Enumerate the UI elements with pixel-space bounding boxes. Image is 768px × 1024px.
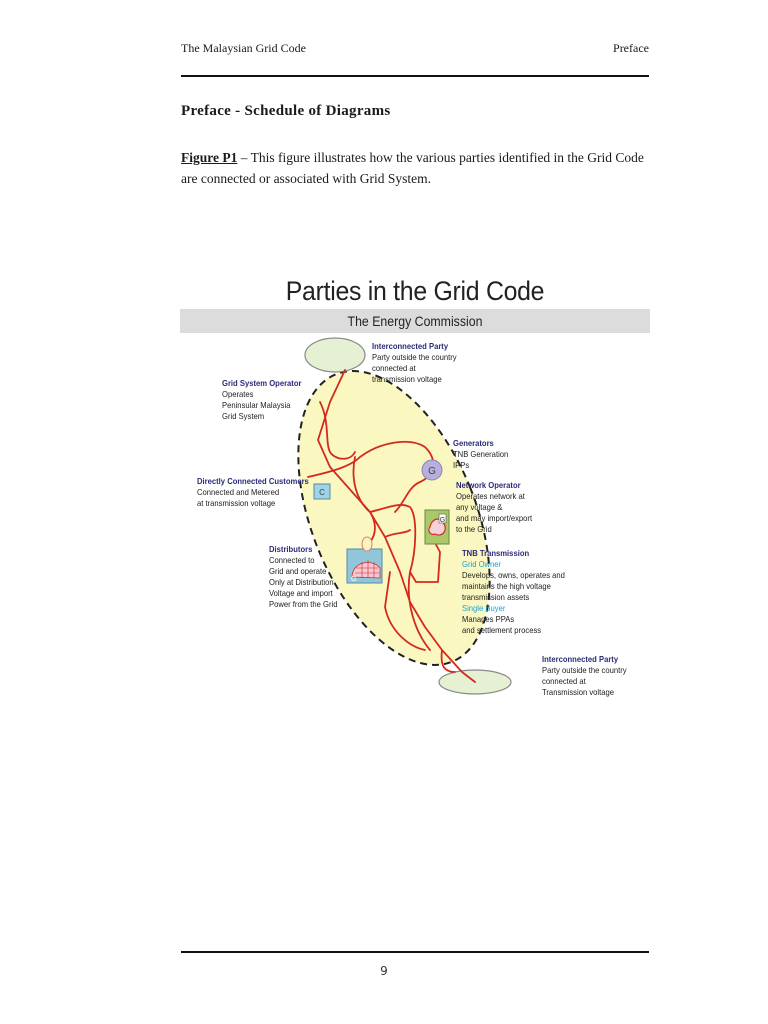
interconnected-party-top-ellipse bbox=[304, 337, 366, 373]
label-heading: Generators bbox=[453, 438, 494, 448]
label-line: Connected to bbox=[269, 555, 315, 565]
label-line: Manages PPAs bbox=[462, 614, 515, 624]
figure-reference: Figure P1 bbox=[181, 150, 238, 165]
label-heading: Distributors bbox=[269, 544, 313, 554]
label-line: connected at bbox=[542, 676, 586, 686]
svg-text:G: G bbox=[440, 517, 445, 524]
svg-text:G: G bbox=[428, 466, 436, 477]
label-line: Only at Distribution bbox=[269, 577, 334, 587]
label-line: at transmission voltage bbox=[197, 498, 276, 508]
label-generators: Generators TNB Generation IPPs bbox=[453, 438, 508, 471]
label-distributors: Distributors Connected to Grid and opera… bbox=[269, 544, 337, 610]
running-header-title: The Malaysian Grid Code bbox=[181, 41, 306, 55]
label-line: Connected and Metered bbox=[197, 487, 280, 497]
label-line: Grid System bbox=[222, 411, 265, 421]
energy-commission-label: The Energy Commission bbox=[347, 313, 483, 329]
label-line: Operates network at bbox=[456, 491, 525, 501]
label-line: transmission voltage bbox=[372, 374, 442, 384]
label-tnb-transmission: TNB Transmission Grid Owner Develops, ow… bbox=[462, 548, 565, 636]
label-line: connected at bbox=[372, 363, 416, 373]
label-line: and settlement process bbox=[462, 625, 542, 635]
label-heading: Interconnected Party bbox=[542, 654, 619, 664]
label-heading: Directly Connected Customers bbox=[197, 476, 309, 486]
label-line: Party outside the country bbox=[542, 665, 627, 675]
section-title: Preface - Schedule of Diagrams bbox=[181, 103, 391, 119]
figure-title: Parties in the Grid Code bbox=[285, 276, 545, 306]
running-header-section: Preface bbox=[613, 41, 649, 55]
label-line: Transmission voltage bbox=[542, 687, 614, 697]
network-operator-icon: G bbox=[424, 509, 450, 545]
generator-icon: G bbox=[421, 459, 443, 481]
footer-divider bbox=[181, 951, 649, 953]
label-line: Operates bbox=[222, 389, 254, 399]
grid-diagram: G C G G bbox=[297, 337, 512, 695]
label-line: TNB Generation bbox=[453, 449, 509, 459]
label-line: transmission assets bbox=[462, 592, 530, 602]
label-subheading-grid-owner: Grid Owner bbox=[462, 559, 502, 569]
label-line: Power from the Grid bbox=[269, 599, 338, 609]
figure-parties-in-grid-code: Parties in the Grid Code The Energy Comm… bbox=[180, 272, 650, 712]
label-line: Develops, owns, operates and bbox=[462, 570, 565, 580]
label-heading: Interconnected Party bbox=[372, 341, 449, 351]
energy-commission-band: The Energy Commission bbox=[180, 309, 650, 333]
label-line: any voltage & bbox=[456, 502, 503, 512]
customer-icon: C bbox=[313, 483, 331, 500]
label-line: Peninsular Malaysia bbox=[222, 400, 291, 410]
svg-text:C: C bbox=[319, 488, 325, 497]
svg-text:G: G bbox=[351, 576, 356, 583]
label-subheading-single-buyer: Single Buyer bbox=[462, 603, 506, 613]
grid-system-ellipse bbox=[297, 370, 491, 666]
label-line: to the Grid bbox=[456, 524, 492, 534]
header-divider bbox=[181, 75, 649, 77]
transmission-lines bbox=[307, 369, 476, 683]
label-heading: Grid System Operator bbox=[222, 378, 302, 388]
label-heading: TNB Transmission bbox=[462, 548, 530, 558]
distributor-icon: G bbox=[346, 536, 383, 584]
label-directly-connected-customers: Directly Connected Customers Connected a… bbox=[197, 476, 309, 509]
label-grid-system-operator: Grid System Operator Operates Peninsular… bbox=[222, 378, 302, 422]
label-line: maintains the high voltage bbox=[462, 581, 551, 591]
label-interconnected-party-bottom: Interconnected Party Party outside the c… bbox=[542, 654, 627, 698]
label-line: Voltage and import bbox=[269, 588, 333, 598]
label-network-operator: Network Operator Operates network at any… bbox=[456, 480, 532, 535]
label-line: and may import/export bbox=[456, 513, 533, 523]
label-heading: Network Operator bbox=[456, 480, 521, 490]
page-number: 9 bbox=[380, 964, 388, 978]
label-line: IPPs bbox=[453, 460, 470, 470]
label-interconnected-party-top: Interconnected Party Party outside the c… bbox=[372, 341, 457, 385]
figure-description: Figure P1 – This figure illustrates how … bbox=[181, 147, 651, 189]
label-line: Grid and operate bbox=[269, 566, 327, 576]
label-line: Party outside the country bbox=[372, 352, 457, 362]
figure-description-text: – This figure illustrates how the variou… bbox=[181, 150, 644, 186]
